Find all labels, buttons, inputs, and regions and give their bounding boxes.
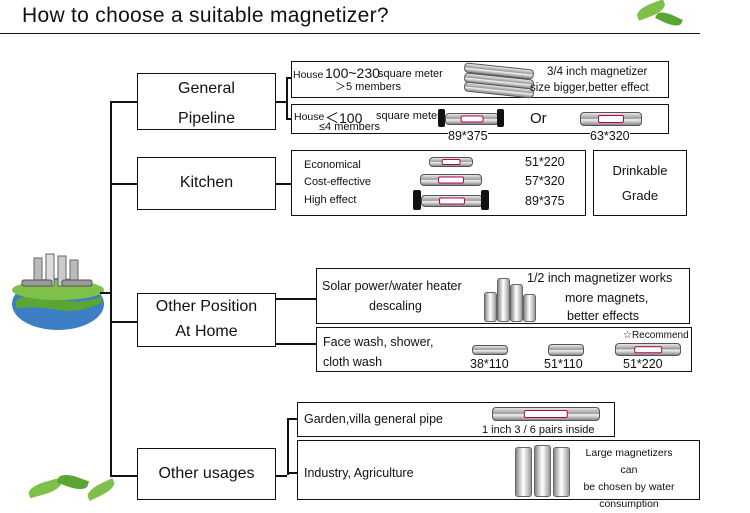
grade-label: Grade — [621, 188, 659, 203]
industry-note-line1: Large magnetizers can — [585, 447, 673, 476]
row1-square-meter: square meter — [378, 68, 443, 80]
category-general-line1: General — [178, 80, 235, 97]
industry-magnetizer-image — [513, 443, 573, 497]
title-underline — [0, 33, 700, 34]
wash-magnetizer-51x110-image — [548, 344, 584, 356]
kitchen-item-economical: Economical — [304, 159, 361, 171]
branch-kitchen — [110, 183, 137, 185]
category-other-label: Other usages — [158, 465, 255, 482]
industry-note-box: Large magnetizers can be chosen by water… — [576, 445, 682, 510]
row1-house-label: House — [293, 69, 324, 81]
general-vertical — [286, 77, 288, 119]
page-title: How to choose a suitable magnetizer? — [22, 4, 389, 27]
general-row2-connector — [286, 118, 291, 120]
row1-magnetizer-image — [460, 62, 536, 99]
drinkable-label: Drinkable — [612, 163, 668, 178]
kitchen-size-high-effect: 89*375 — [525, 194, 565, 208]
general-connector — [276, 101, 286, 103]
wash-label-line1: Face wash, shower, — [323, 335, 434, 349]
general-row1-connector — [286, 77, 291, 79]
wash-label-line2: cloth wash — [323, 355, 383, 369]
tree-trunk-line — [110, 101, 112, 475]
garden-note: 1 inch 3 / 6 pairs inside — [482, 424, 595, 436]
garden-magnetizer-image — [492, 407, 600, 421]
category-kitchen: Kitchen — [137, 157, 276, 210]
category-other-usages: Other usages — [137, 448, 276, 500]
kitchen-item-high-effect: High effect — [304, 194, 357, 206]
kitchen-magnetizer-economical-image — [429, 157, 473, 167]
kitchen-connector — [276, 183, 291, 185]
kitchen-options-box: Economical Cost-effective High effect 51… — [291, 150, 586, 216]
solar-magnetizer-image — [482, 272, 542, 322]
home-connector — [276, 298, 316, 300]
row2-size-89x375: 89*375 — [448, 129, 488, 143]
kitchen-size-economical: 51*220 — [525, 155, 565, 169]
wash-size-51x220: 51*220 — [623, 357, 663, 371]
industry-note-line2: be chosen by water — [583, 481, 675, 493]
row2-house-label: House — [294, 111, 325, 123]
row2-magnetizer-small-image — [580, 112, 642, 126]
plant-decoration-bottom — [18, 471, 128, 501]
other-industry-connector — [287, 472, 297, 474]
plant-decoration-top — [628, 0, 688, 36]
solar-note-line1: 1/2 inch magnetizer works — [527, 271, 673, 285]
recommend-badge: ☆Recommend — [623, 330, 689, 341]
industry-note-line3: consumption — [599, 498, 659, 510]
row2-size-63x320: 63*320 — [590, 129, 630, 143]
wash-size-38x110: 38*110 — [470, 357, 509, 371]
row2-magnetizer-large-image — [438, 109, 504, 127]
kitchen-magnetizer-cost-effective-image — [420, 174, 482, 186]
row2-members: ≤4 members — [319, 121, 381, 133]
row2-or-label: Or — [530, 110, 547, 127]
branch-general — [110, 101, 137, 103]
category-home-line1: Other Position — [155, 298, 258, 315]
category-general-line2: Pipeline — [178, 110, 235, 127]
other-vertical — [287, 418, 289, 475]
other-connector — [276, 475, 287, 477]
category-general-pipeline: General Pipeline — [137, 73, 276, 130]
home-connector-lower — [276, 343, 316, 345]
solar-label-line1: Solar power/water heater — [322, 279, 462, 293]
other-garden-box: Garden,villa general pipe 1 inch 3 / 6 p… — [297, 402, 615, 437]
kitchen-item-cost-effective: Cost-effective — [304, 176, 372, 188]
globe-with-magnetizers-illustration — [6, 252, 110, 332]
row1-note-size: 3/4 inch magnetizer — [547, 66, 648, 78]
other-garden-connector — [287, 418, 297, 420]
garden-label: Garden,villa general pipe — [304, 412, 443, 426]
wash-size-51x110: 51*110 — [544, 357, 583, 371]
wash-magnetizer-51x220-image — [615, 343, 681, 356]
branch-home — [110, 321, 137, 323]
row1-members: ＞5 members — [335, 81, 402, 93]
wash-magnetizer-38x110-image — [472, 345, 508, 355]
category-home-line2: At Home — [175, 323, 238, 340]
category-other-position-at-home: Other Position At Home — [137, 293, 276, 347]
category-kitchen-label: Kitchen — [179, 174, 234, 191]
home-solar-box: Solar power/water heater descaling 1/2 i… — [316, 268, 690, 324]
row1-note-effect: size bigger,better effect — [530, 82, 649, 94]
general-row-large-house: House 100~230 square meter ＞5 members 3/… — [291, 61, 669, 99]
branch-other — [110, 475, 137, 477]
industry-label: Industry, Agriculture — [304, 466, 414, 480]
row2-area-range: ＜100 — [325, 110, 363, 126]
drinkable-grade-box: Drinkable Grade — [593, 150, 687, 216]
solar-label-line2: descaling — [369, 299, 422, 313]
row2-square-meter: square meter — [376, 110, 441, 122]
solar-note-line2: more magnets, — [565, 291, 649, 305]
kitchen-size-cost-effective: 57*320 — [525, 174, 565, 188]
row1-area-range: 100~230 — [325, 65, 380, 81]
other-industry-box: Industry, Agriculture Large magnetizers … — [297, 440, 700, 510]
home-wash-box: Face wash, shower, cloth wash 38*110 51*… — [316, 327, 692, 372]
globe-connector-line — [100, 292, 111, 294]
general-row-small-house: House ＜100 square meter ≤4 members 89*37… — [291, 104, 669, 143]
kitchen-magnetizer-high-effect-image — [413, 190, 489, 210]
solar-note-line3: better effects — [567, 309, 640, 323]
